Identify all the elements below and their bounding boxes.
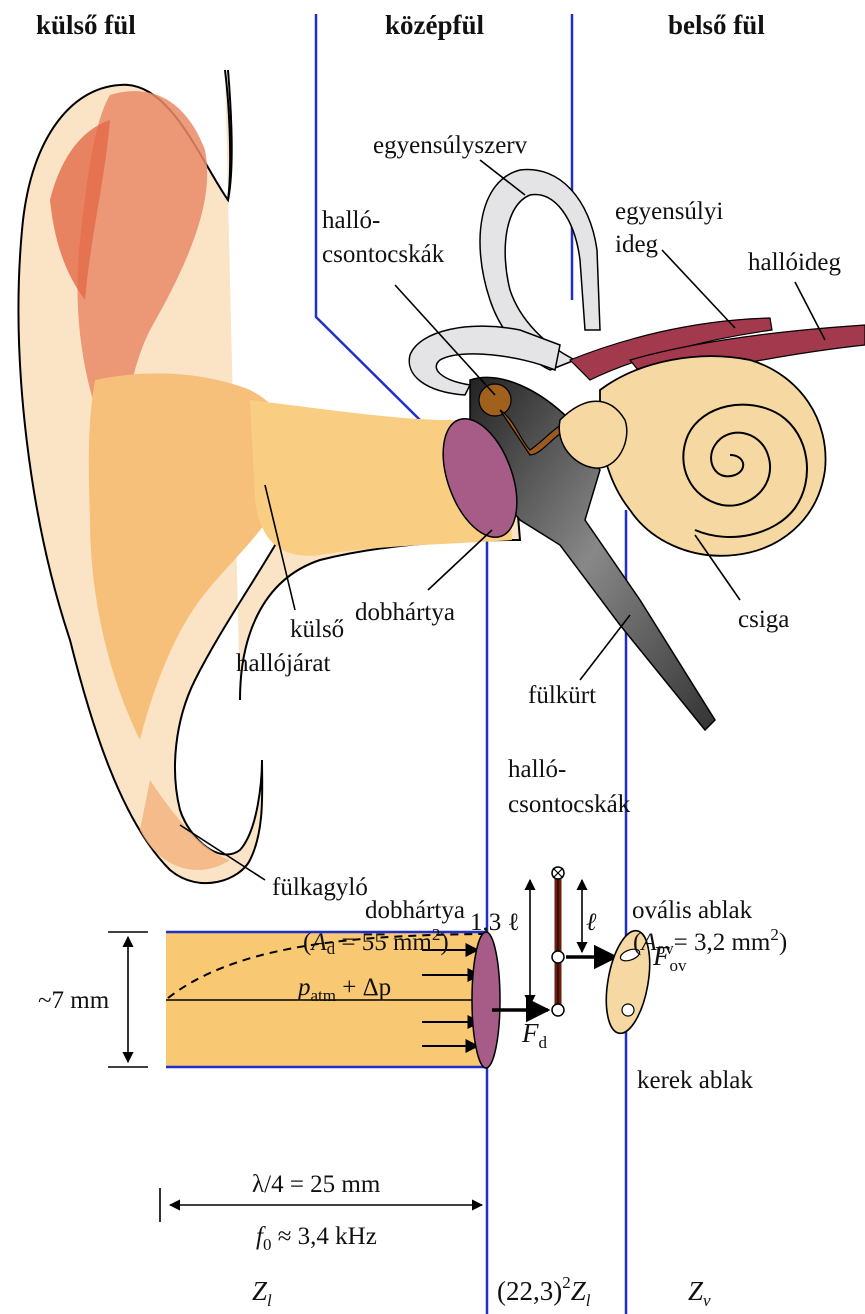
model-force-drum: Fd	[521, 1018, 548, 1052]
header-outer-ear: külső fül	[36, 10, 136, 40]
label-vestibular-nerve-line2: ideg	[615, 231, 659, 258]
label-cochlea: csiga	[738, 606, 789, 633]
label-vestibular-organ: egyensúlyszerv	[373, 132, 528, 159]
lever-joint-upper	[552, 951, 564, 963]
cochlea-shape	[559, 356, 825, 556]
label-ossicles-line2: csontocskák	[322, 241, 445, 268]
model-eardrum-area: (Ad = 55 mm2)	[303, 925, 449, 958]
model-pressure-label: patm + Δp	[296, 974, 391, 1005]
label-ear-canal-line1: külső	[290, 616, 344, 643]
impedance-right: Zv	[688, 1276, 711, 1310]
model-ossicles-line1: halló-	[508, 756, 566, 783]
auricle-illustration	[19, 70, 520, 883]
impedance-left: Zl	[252, 1276, 272, 1310]
label-auditory-nerve: hallóideg	[748, 249, 842, 276]
model-eardrum-disk	[472, 932, 500, 1068]
model-wavelength-label: λ/4 = 25 mm	[252, 1171, 381, 1198]
label-ear-canal-line2: hallójárat	[236, 650, 330, 677]
label-auricle: fülkagyló	[272, 874, 368, 901]
model-frequency-label: f0 ≈ 3,4 kHz	[256, 1223, 377, 1254]
label-eustachian-tube: fülkürt	[528, 682, 596, 709]
model-oval-window-label: ovális ablak	[632, 897, 753, 924]
model-lever-short-label: ℓ	[586, 909, 597, 936]
model-diameter-label: ~7 mm	[38, 987, 110, 1014]
model-lever-long-label: 1,3 ℓ	[470, 909, 519, 936]
impedance-middle: (22,3)2Zl	[497, 1273, 591, 1310]
label-eardrum: dobhártya	[355, 599, 455, 626]
model-round-window-label: kerek ablak	[637, 1067, 753, 1094]
header-inner-ear: belső fül	[668, 10, 765, 40]
lever-joint-lower	[552, 1004, 564, 1016]
model-ossicles-line2: csontocskák	[508, 791, 631, 818]
header-middle-ear: középfül	[385, 10, 485, 40]
round-window-hole	[622, 1004, 634, 1016]
model-eardrum-label: dobhártya	[365, 897, 465, 924]
label-vestibular-nerve-line1: egyensúlyi	[615, 198, 723, 225]
label-ossicles-line1: halló-	[322, 207, 380, 234]
lever	[552, 867, 564, 1016]
